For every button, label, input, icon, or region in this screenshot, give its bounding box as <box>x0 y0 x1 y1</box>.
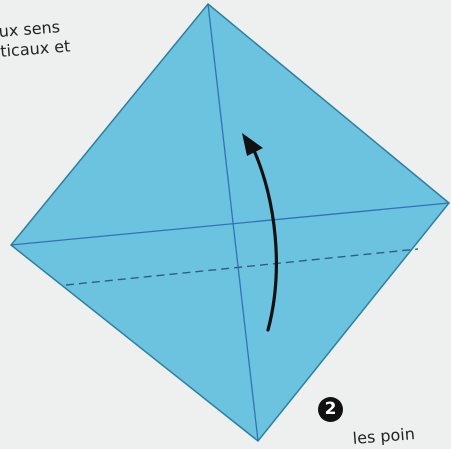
paper-square <box>9 2 451 443</box>
step-number-badge: 2 <box>318 397 343 422</box>
crease-horizontal <box>10 202 450 246</box>
fold-line-dashed <box>65 248 419 286</box>
curved-up-arrow-icon <box>242 133 278 332</box>
crease-vertical <box>207 3 259 442</box>
